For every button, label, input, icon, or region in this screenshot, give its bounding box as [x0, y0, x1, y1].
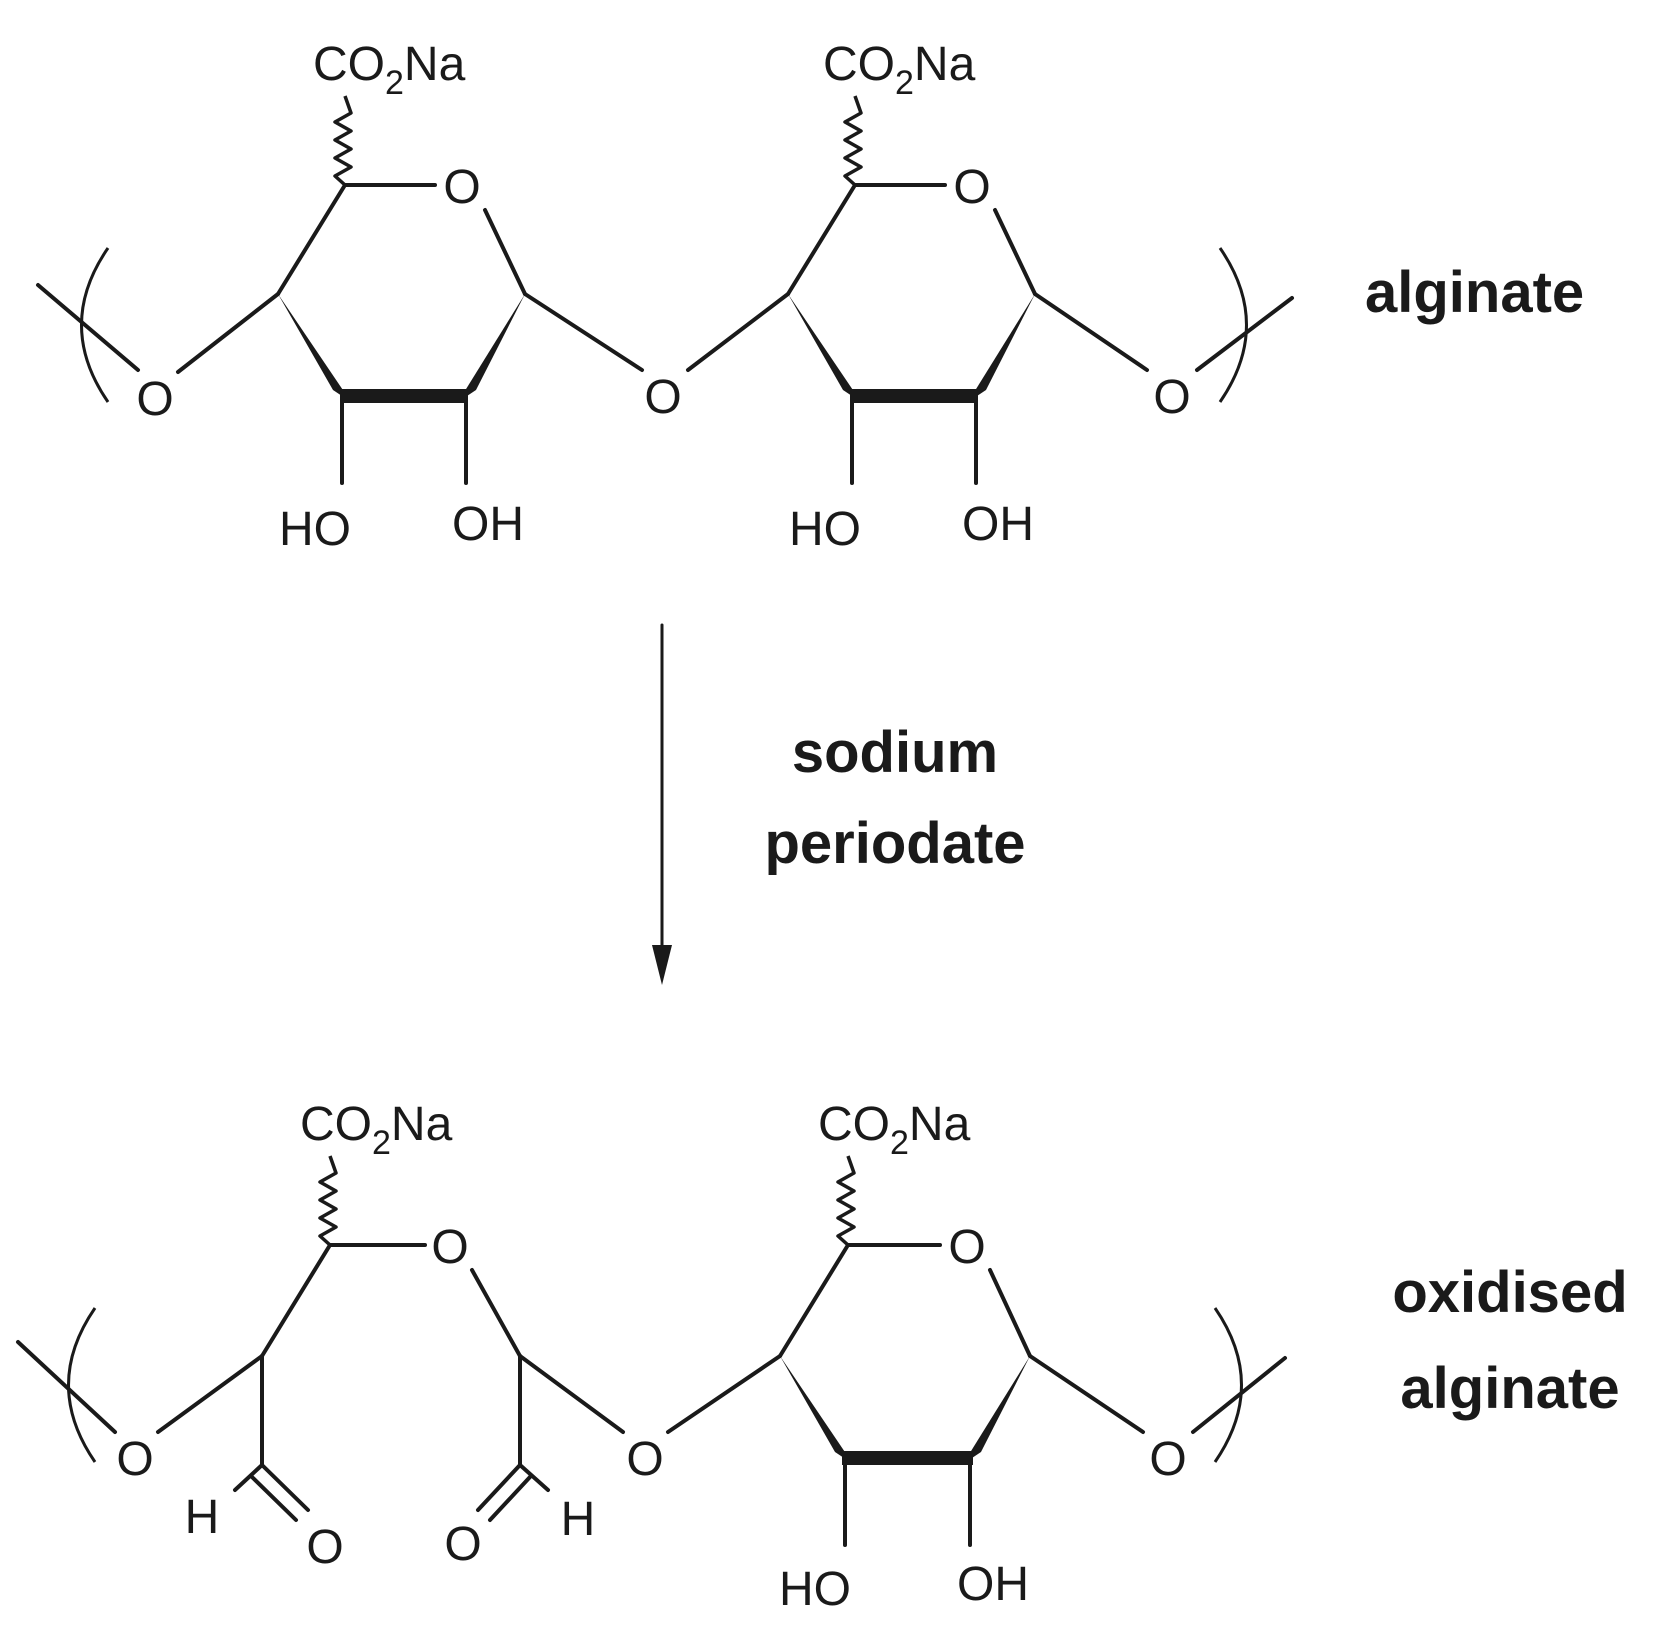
- aldehyde-hydrogen: H: [561, 1493, 596, 1546]
- wavy-bond-carboxylate: [318, 1155, 338, 1247]
- product-label-line1: oxidised: [1392, 1260, 1627, 1325]
- hydroxyl-group: OH: [962, 498, 1034, 551]
- aldehyde-co-double-bond: [260, 1463, 310, 1512]
- wedge-c1-c2: [963, 1356, 1030, 1464]
- carboxylate-group: CO2Na: [313, 38, 466, 102]
- wedge-c4-c3: [278, 294, 351, 402]
- wedge-c1-c2: [968, 294, 1035, 402]
- aldehyde-co-double-bond: [250, 1475, 298, 1522]
- chain-end-left: [16, 1340, 117, 1434]
- reagent-label-line1: sodium: [792, 720, 998, 785]
- left-bracket: [80, 247, 110, 403]
- reagent-label-line2: periodate: [764, 811, 1025, 876]
- bond-glyco-o-c4: [666, 1354, 782, 1434]
- wavy-bond-carboxylate: [843, 95, 863, 187]
- atom-ring-oxygen: O: [948, 1221, 985, 1274]
- bond-c1-o: [1028, 1354, 1145, 1434]
- right-bracket: [1218, 247, 1248, 403]
- left-bracket: [67, 1307, 97, 1463]
- bond-c1-glyco-o: [518, 1354, 625, 1434]
- atom-glycosidic-oxygen: O: [644, 371, 681, 424]
- atom-ring-oxygen: O: [953, 161, 990, 214]
- atom-oxygen: O: [136, 373, 173, 426]
- chain-end-left: [36, 283, 140, 372]
- carboxylate-group: CO2Na: [300, 1098, 453, 1162]
- bond-c1-glyco-o: [523, 292, 644, 372]
- bond-o-c4: [156, 1354, 264, 1434]
- bond-glyco-o-c4: [686, 292, 790, 372]
- bond-ringo-c1: [993, 208, 1037, 296]
- hydroxyl-group: HO: [779, 1563, 851, 1616]
- atom-glycosidic-oxygen: O: [626, 1433, 663, 1486]
- aldehyde-ch-bond: [518, 1463, 550, 1492]
- chain-end-right: [1191, 1356, 1287, 1434]
- aldehyde-hydrogen: H: [185, 1491, 220, 1544]
- arrow-head: [652, 945, 672, 985]
- oxidised-alginate-structure: H O H O O O O O O HO OH CO2Na CO2Na: [16, 1098, 1628, 1616]
- aldehyde-co-double-bond: [488, 1475, 532, 1522]
- bond-c4-c5: [260, 1243, 332, 1358]
- atom-oxygen: O: [1149, 1433, 1186, 1486]
- hydroxyl-group: OH: [957, 1558, 1029, 1611]
- hydroxyl-group: HO: [789, 503, 861, 556]
- right-bracket: [1213, 1307, 1243, 1463]
- reactant-label: alginate: [1365, 260, 1584, 325]
- bond-ringo-c1: [988, 1268, 1032, 1358]
- bond-o-c4: [176, 292, 280, 374]
- aldehyde-oxygen: O: [444, 1518, 481, 1571]
- bond-c4-c5: [276, 183, 347, 296]
- carboxylate-group: CO2Na: [823, 38, 976, 102]
- wedge-c4-c3: [780, 1356, 853, 1464]
- atom-oxygen: O: [1153, 371, 1190, 424]
- product-label-line2: alginate: [1400, 1356, 1619, 1421]
- bond-c4-c5: [786, 183, 857, 296]
- bond-ringo-c1: [470, 1268, 522, 1358]
- bond-ringo-c1: [483, 208, 527, 296]
- wavy-bond-carboxylate: [836, 1155, 856, 1247]
- atom-ring-oxygen: O: [443, 161, 480, 214]
- bond-c4-c5: [778, 1243, 850, 1358]
- atom-oxygen: O: [116, 1433, 153, 1486]
- wavy-bond-carboxylate: [333, 95, 353, 187]
- wedge-c4-c3: [788, 294, 861, 402]
- hydroxyl-group: OH: [452, 498, 524, 551]
- atom-acetal-oxygen: O: [431, 1221, 468, 1274]
- aldehyde-co-double-bond: [476, 1463, 522, 1512]
- bond-c1-o: [1033, 292, 1149, 372]
- alginate-structure: O O O O O HO OH HO OH CO2Na CO2Na algina…: [36, 38, 1584, 556]
- aldehyde-ch-bond: [233, 1463, 264, 1492]
- aldehyde-oxygen: O: [306, 1521, 343, 1574]
- wedge-c1-c2: [458, 294, 525, 402]
- hydroxyl-group: HO: [279, 503, 351, 556]
- chain-end-right: [1195, 296, 1294, 372]
- reaction-arrow: [652, 623, 672, 985]
- carboxylate-group: CO2Na: [818, 1098, 971, 1162]
